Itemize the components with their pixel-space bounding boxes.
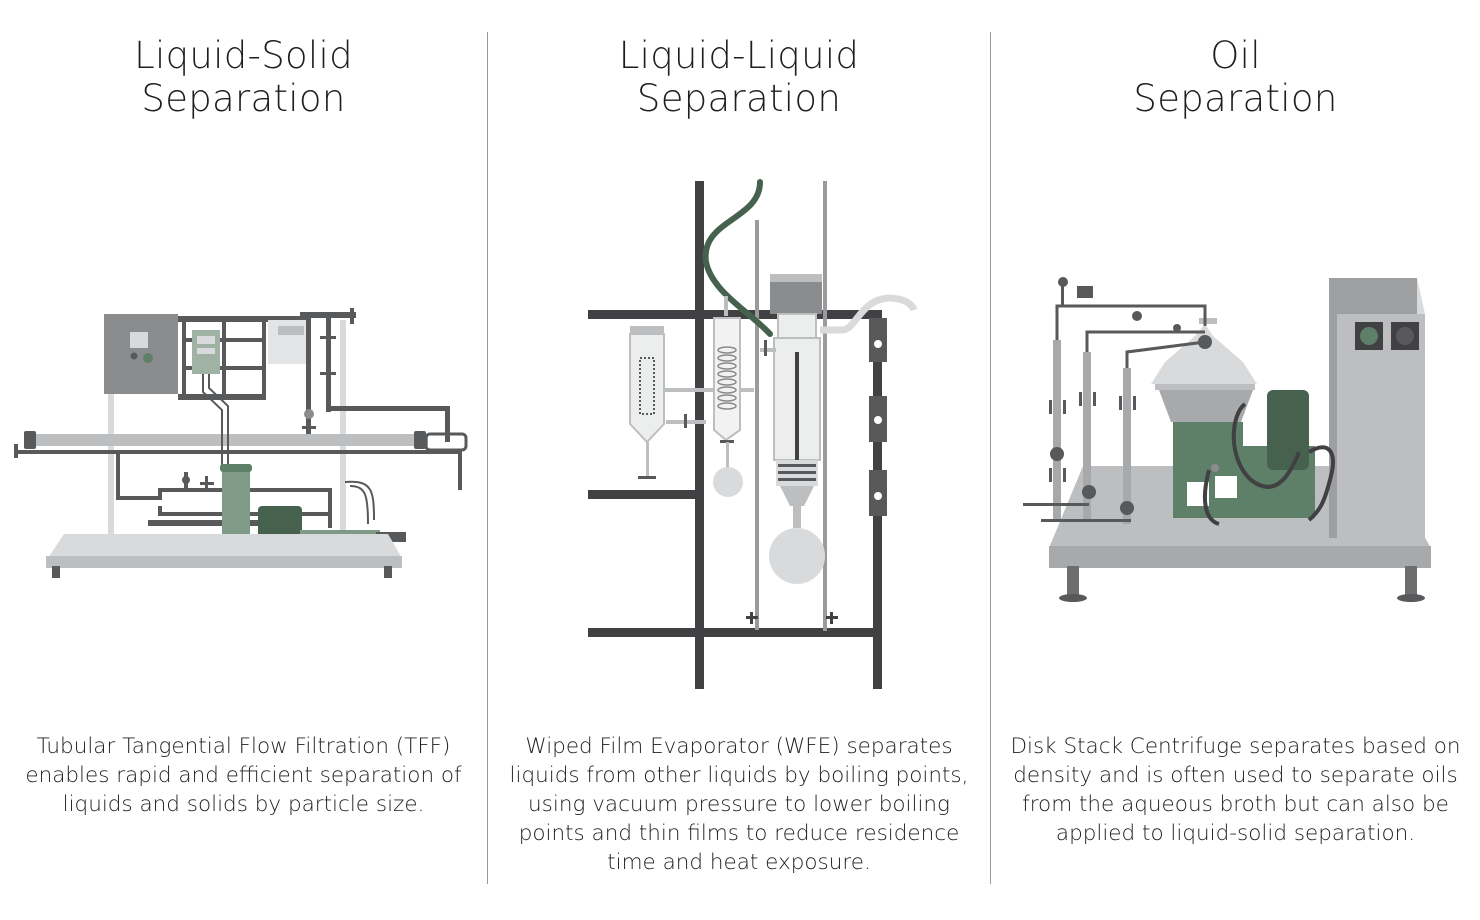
panel-oil: Oil Separation bbox=[991, 0, 1480, 920]
panel-description: Wiped Film Evaporator (WFE) separates li… bbox=[509, 734, 969, 875]
title-line-2: Separation bbox=[636, 77, 842, 120]
panel-title: Liquid-Solid Separation bbox=[0, 34, 487, 120]
disk-stack-centrifuge-icon bbox=[1023, 277, 1431, 602]
title-line-1: Liquid-Liquid bbox=[618, 34, 860, 77]
title-line-1: Liquid-Solid bbox=[134, 34, 353, 77]
panel-title: Oil Separation bbox=[991, 34, 1480, 120]
title-line-2: Separation bbox=[1133, 77, 1338, 120]
panel-liquid-solid: Liquid-Solid Separation bbox=[0, 0, 487, 920]
title-line-2: Separation bbox=[141, 77, 346, 120]
wiped-film-evaporator-icon bbox=[588, 179, 918, 689]
title-line-1: Oil bbox=[1210, 34, 1261, 77]
divider bbox=[487, 32, 488, 884]
tff-skid-icon bbox=[14, 308, 468, 578]
divider bbox=[990, 32, 991, 884]
panel-title: Liquid-Liquid Separation bbox=[488, 34, 990, 120]
panel-description: Tubular Tangential Flow Filtration (TFF)… bbox=[25, 734, 462, 817]
panel-description: Disk Stack Centrifuge separates based on… bbox=[1010, 734, 1461, 846]
panel-liquid-liquid: Liquid-Liquid Separation bbox=[488, 0, 990, 920]
